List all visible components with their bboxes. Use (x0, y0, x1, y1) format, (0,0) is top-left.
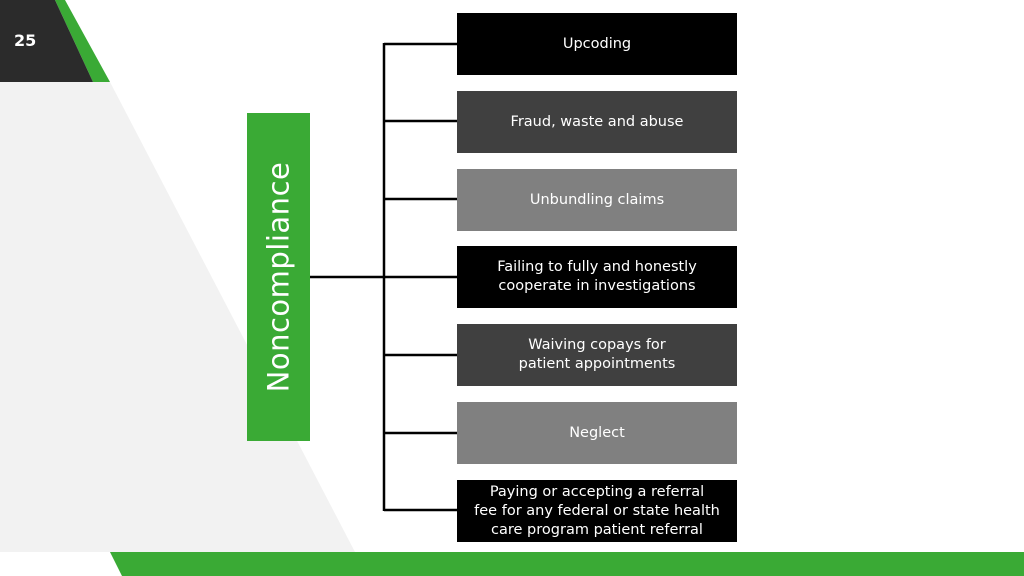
item-label: Waiving copays for patient appointments (518, 337, 676, 372)
item-box-neglect: Neglect (457, 402, 737, 464)
slide-number: 25 (14, 31, 37, 50)
item-box-upcoding: Upcoding (457, 13, 737, 75)
item-box-referral-fee: Paying or accepting a referral fee for a… (457, 480, 737, 542)
footer-green-bar (110, 552, 1024, 576)
root-node-box: Noncompliance (247, 113, 310, 441)
item-label: Paying or accepting a referral fee for a… (474, 483, 720, 538)
corner-green-stripe (55, 0, 110, 82)
item-label: Fraud, waste and abuse (510, 113, 684, 130)
item-box-waiving-copays: Waiving copays for patient appointments (457, 324, 737, 386)
corner-dark-block (0, 0, 93, 82)
item-box-fraud-waste-abuse: Fraud, waste and abuse (457, 91, 737, 153)
item-box-unbundling-claims: Unbundling claims (457, 169, 737, 231)
item-label: Failing to fully and honestly cooperate … (497, 259, 697, 294)
item-label: Neglect (569, 424, 625, 441)
item-box-failing-to-cooperate: Failing to fully and honestly cooperate … (457, 246, 737, 308)
item-label: Unbundling claims (529, 191, 665, 208)
item-label: Upcoding (562, 35, 632, 52)
